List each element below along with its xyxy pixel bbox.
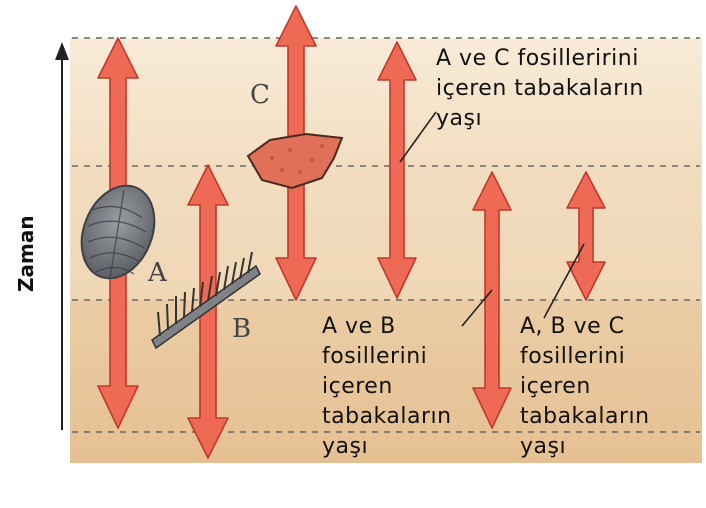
note-abc-line-4: tabakaların (520, 402, 650, 432)
note-ab-line-1: A ve B (322, 312, 452, 342)
note-ab-line-4: tabakaların (322, 402, 452, 432)
note-ac-line-1: A ve C fosilleririni (436, 44, 644, 74)
note-ab-line-5: yaşı (322, 432, 452, 462)
time-axis-arrowhead (55, 42, 69, 60)
note-ac-line-2: içeren tabakaların (436, 74, 644, 104)
note-ab-line-3: içeren (322, 372, 452, 402)
note-abc-line-1: A, B ve C (520, 312, 650, 342)
note-ac-line-3: yaşı (436, 104, 644, 134)
time-axis-label: Zaman (14, 215, 38, 292)
note-ac: A ve C fosilleririni içeren tabakaların … (436, 44, 644, 134)
fossil-c-label: C (250, 80, 270, 110)
note-abc-line-3: içeren (520, 372, 650, 402)
note-abc-line-5: yaşı (520, 432, 650, 462)
note-abc: A, B ve C fosillerini içeren tabakaların… (520, 312, 650, 462)
note-ab: A ve B fosillerini içeren tabakaların ya… (322, 312, 452, 462)
note-abc-line-2: fosillerini (520, 342, 650, 372)
fossil-b-label: B (232, 314, 251, 344)
fossil-a-label: A (148, 258, 167, 288)
note-ab-line-2: fosillerini (322, 342, 452, 372)
